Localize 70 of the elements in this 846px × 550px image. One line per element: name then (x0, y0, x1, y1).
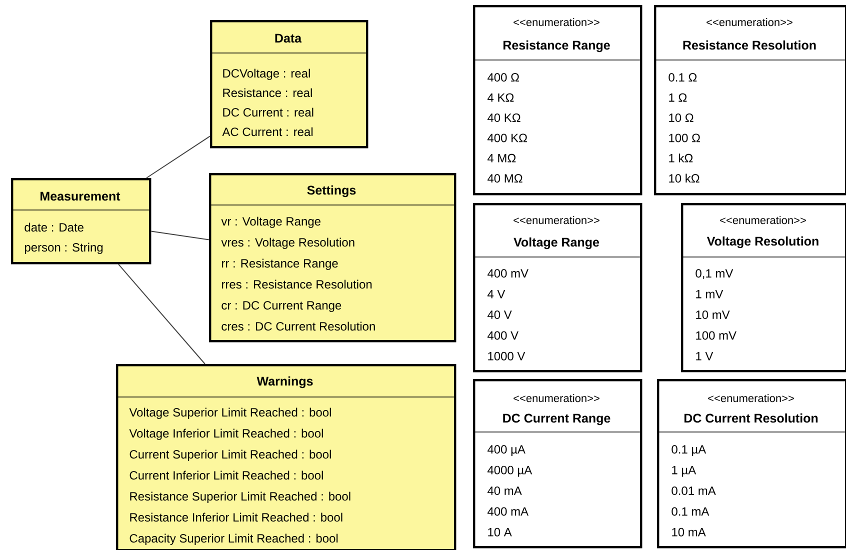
stereotype-label: <<enumeration>> (514, 18, 600, 26)
attribute-text: 10 Ω (669, 114, 694, 122)
attribute-text: 400 KΩ (488, 134, 527, 142)
attribute-text: 40 mA (488, 486, 522, 495)
stereotype-label: <<enumeration>> (708, 394, 794, 402)
attribute-text: 400 Ω (488, 73, 519, 82)
attribute-text: 1 V (696, 352, 714, 360)
attribute-text: 4000 µA (488, 466, 532, 477)
attribute-text: 10 mA (672, 528, 706, 536)
attribute-text: 4 V (488, 290, 506, 298)
attribute-text: Voltage Superior Limit Reached : bool (129, 408, 331, 419)
attribute-text: 400 V (488, 331, 518, 340)
attribute-text: Voltage Inferior Limit Reached : bool (129, 428, 323, 440)
attribute-text: 1000 V (488, 352, 526, 360)
class-name: Resistance Resolution (683, 40, 816, 50)
attribute-text: Resistance Inferior Limit Reached : bool (130, 512, 342, 522)
attribute-text: rres : Resistance Resolution (222, 280, 372, 289)
attribute-text: Resistance : real (223, 88, 312, 98)
attribute-text: 100 mV (696, 331, 736, 340)
attribute-text: 40 V (488, 310, 512, 319)
attribute-text: 1 mV (696, 290, 724, 298)
attribute-text: date : Date (24, 222, 84, 232)
attribute-text: 100 Ω (669, 134, 700, 142)
attribute-text: 400 µA (488, 445, 526, 456)
class-name: DC Current Resolution (684, 413, 818, 423)
attribute-text: 0.01 mA (672, 486, 716, 495)
class-name: Settings (307, 185, 356, 198)
attribute-text: 0,1 mV (696, 269, 734, 280)
stereotype-label: <<enumeration>> (706, 18, 792, 26)
attribute-text: cr : DC Current Range (222, 301, 342, 312)
attribute-text: person : String (24, 242, 103, 254)
attribute-text: DCVoltage : real (223, 68, 310, 80)
attribute-text: 0.1 Ω (668, 73, 697, 82)
attribute-text: 10 A (488, 528, 512, 536)
association-line (150, 230, 210, 240)
attribute-text: 40 KΩ (488, 114, 520, 122)
class-name: Voltage Range (514, 237, 600, 250)
attribute-text: cres : DC Current Resolution (222, 322, 375, 331)
class-name: Data (275, 34, 302, 43)
attribute-text: Capacity Superior Limit Reached : bool (130, 534, 338, 545)
association-line (146, 136, 210, 178)
attribute-text: Current Inferior Limit Reached : bool (130, 470, 323, 480)
class-name: Warnings (256, 376, 313, 388)
attribute-text: vres : Voltage Resolution (221, 238, 354, 249)
class-name: Voltage Resolution (706, 236, 818, 248)
stereotype-label: <<enumeration>> (720, 216, 806, 224)
attribute-text: 1 Ω (669, 93, 687, 102)
attribute-text: 4 MΩ (488, 154, 516, 162)
attribute-text: Current Superior Limit Reached : bool (130, 450, 331, 461)
attribute-text: 1 kΩ (669, 154, 693, 162)
attribute-text: 10 mV (696, 310, 730, 319)
attribute-text: 40 MΩ (488, 174, 522, 183)
class-name: DC Current Range (503, 414, 610, 426)
attribute-text: 0.1 µA (672, 445, 706, 456)
attribute-text: Resistance Superior Limit Reached : bool (130, 492, 350, 503)
attribute-text: 4 KΩ (488, 93, 514, 102)
association-line (118, 264, 206, 364)
attribute-text: 10 kΩ (669, 174, 700, 183)
stereotype-label: <<enumeration>> (514, 394, 600, 402)
stereotype-label: <<enumeration>> (514, 216, 600, 224)
class-name: Resistance Range (504, 40, 610, 52)
attribute-text: 1 µA (672, 466, 696, 477)
attribute-text: AC Current : real (222, 127, 313, 136)
attribute-text: 400 mV (488, 269, 528, 278)
attribute-text: 400 mA (488, 507, 529, 516)
attribute-text: vr : Voltage Range (221, 216, 320, 228)
attribute-text: DC Current : real (223, 108, 314, 117)
class-name: Measurement (40, 192, 120, 201)
attribute-text: rr : Resistance Range (222, 258, 338, 270)
attribute-text: 0.1 mA (672, 507, 710, 516)
